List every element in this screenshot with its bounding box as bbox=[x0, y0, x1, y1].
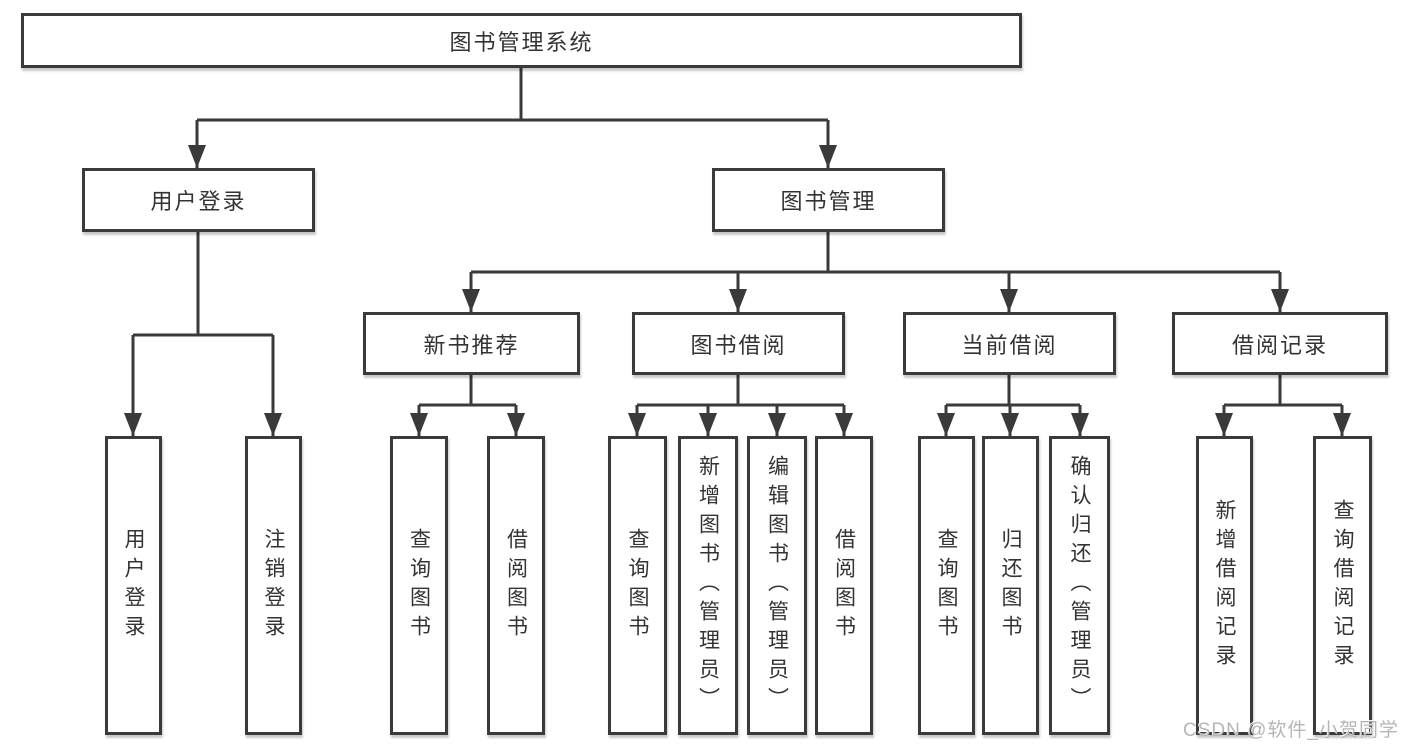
node-root: 图书管理系统 bbox=[21, 13, 1022, 68]
node-new-book-recommend: 新书推荐 bbox=[363, 312, 580, 375]
leaf-return-books: 归还图书 bbox=[982, 436, 1039, 735]
leaf-add-book-admin: 新增图书（管理员） bbox=[678, 436, 738, 735]
leaf-borrow-books-recommend: 借阅图书 bbox=[487, 436, 545, 735]
leaf-add-borrow-record: 新增借阅记录 bbox=[1196, 436, 1253, 735]
node-book-management: 图书管理 bbox=[712, 168, 945, 232]
leaf-query-books-current: 查询图书 bbox=[918, 436, 975, 735]
node-user-login: 用户登录 bbox=[82, 168, 315, 232]
node-current-borrowing: 当前借阅 bbox=[903, 312, 1116, 375]
csdn-watermark: CSDN @软件_小贺同学 bbox=[1183, 720, 1399, 741]
leaf-borrow-books-borrowing: 借阅图书 bbox=[815, 436, 873, 735]
leaf-query-books-recommend: 查询图书 bbox=[390, 436, 448, 735]
leaf-query-borrow-record: 查询借阅记录 bbox=[1313, 436, 1372, 735]
leaf-edit-book-admin: 编辑图书（管理员） bbox=[747, 436, 807, 735]
leaf-logout-login: 注销登录 bbox=[245, 436, 302, 735]
leaf-query-books-borrowing: 查询图书 bbox=[608, 436, 667, 735]
leaf-user-login: 用户登录 bbox=[105, 436, 162, 735]
leaf-confirm-return-admin: 确认归还（管理员） bbox=[1049, 436, 1110, 735]
node-borrowing-records: 借阅记录 bbox=[1172, 312, 1388, 375]
node-book-borrowing: 图书借阅 bbox=[632, 312, 845, 375]
